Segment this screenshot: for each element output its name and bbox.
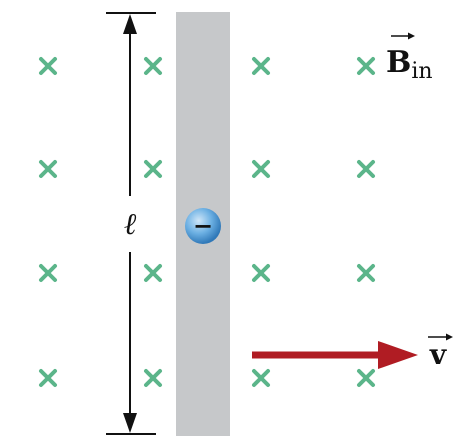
length-arrowhead-up — [123, 14, 137, 34]
magnetic-field-grid — [39, 57, 375, 387]
cross-mark-icon — [39, 160, 57, 178]
velocity-label: v — [429, 338, 447, 371]
velocity-vector-bar-head — [446, 333, 453, 341]
cross-mark-icon — [252, 57, 270, 75]
charge-sphere — [185, 208, 221, 244]
length-arrowhead-down — [123, 413, 137, 433]
cross-mark-icon — [144, 160, 162, 178]
cross-mark-icon — [144, 369, 162, 387]
length-label: ℓ — [124, 207, 137, 242]
length-dimension — [106, 12, 156, 435]
cross-mark-icon — [39, 57, 57, 75]
cross-mark-icon — [252, 264, 270, 282]
cross-mark-icon — [357, 57, 375, 75]
velocity-label-group: v — [428, 333, 453, 371]
cross-mark-icon — [357, 264, 375, 282]
field-subscript: in — [411, 59, 432, 84]
velocity-arrowhead — [378, 341, 418, 369]
cross-mark-icon — [252, 369, 270, 387]
cross-mark-icon — [252, 160, 270, 178]
field-label-group: Bin — [386, 32, 433, 84]
cross-mark-icon — [39, 369, 57, 387]
charge-sign: − — [193, 211, 213, 240]
field-vector-bar-head — [408, 32, 415, 40]
cross-mark-icon — [357, 160, 375, 178]
cross-mark-icon — [357, 369, 375, 387]
velocity-arrow — [252, 341, 418, 369]
cross-mark-icon — [144, 264, 162, 282]
field-label: Bin — [386, 45, 433, 84]
negative-charge: − — [185, 208, 221, 244]
cross-mark-icon — [39, 264, 57, 282]
cross-mark-icon — [144, 57, 162, 75]
field-symbol: B — [386, 45, 411, 80]
